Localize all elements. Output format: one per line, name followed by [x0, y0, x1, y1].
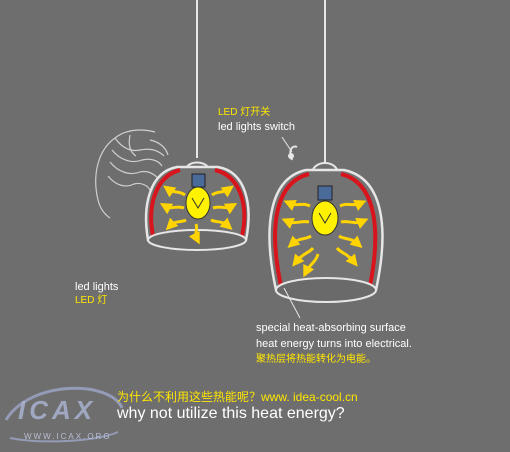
switch: [288, 145, 298, 161]
surface-label-cn: 聚热层将热能转化为电能。: [256, 354, 376, 365]
right-lamp-heat-layer: [273, 172, 378, 287]
switch-label-cn: LED 灯开关: [218, 107, 271, 118]
switch-leader: [281, 136, 293, 153]
watermark-url: WWW.ICAX.ORG: [24, 432, 112, 441]
right-lamp: [268, 162, 384, 303]
hand-sketch: [95, 129, 169, 219]
led-label-cn: LED 灯: [75, 295, 108, 306]
left-bulb: [185, 186, 211, 220]
switch-label-en: led lights switch: [218, 121, 296, 133]
left-lamp-heat-layer: [149, 168, 247, 237]
right-heat-arrows: [281, 199, 369, 278]
surface-leader: [283, 287, 301, 319]
watermark-logo: [4, 386, 124, 443]
right-bulb: [311, 200, 339, 236]
left-lamp: [144, 161, 250, 251]
watermark-text: ICAX: [18, 395, 97, 425]
led-label-en: led lights: [75, 281, 119, 293]
right-lamp-opening: [275, 277, 377, 303]
surface-label-line1: special heat-absorbing surface: [256, 322, 406, 334]
left-heat-arrows: [159, 185, 238, 245]
caption-en: why not utilize this heat energy?: [117, 405, 345, 422]
right-lamp-socket: [317, 185, 333, 201]
caption-cn: 为什么不利用这些热能呢？www. idea-cool.cn: [117, 390, 358, 404]
surface-label-line2: heat energy turns into electrical.: [256, 338, 412, 350]
left-lamp-socket: [191, 173, 206, 188]
